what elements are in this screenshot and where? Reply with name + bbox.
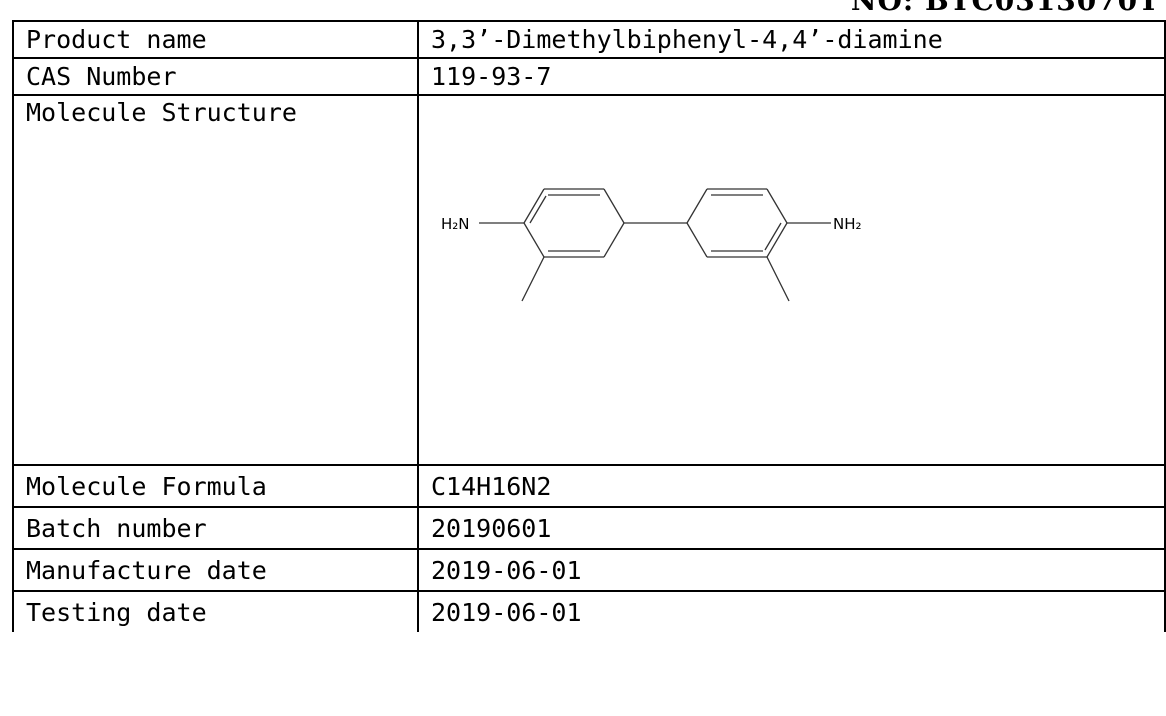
row-label: Batch number (12, 506, 419, 550)
bonds (479, 188, 831, 302)
row-label: Manufacture date (12, 548, 419, 592)
table-row: Molecule Structure (12, 94, 1166, 466)
table-row: Testing date 2019-06-01 (12, 590, 1166, 632)
row-value: 2019-06-01 (417, 590, 1166, 632)
amine-label-right: NH₂ (833, 215, 862, 233)
row-value: 3,3’-Dimethylbiphenyl-4,4’-diamine (417, 20, 1166, 59)
table-row: Product name 3,3’-Dimethylbiphenyl-4,4’-… (12, 20, 1166, 59)
row-value: 20190601 (417, 506, 1166, 550)
table-row: Batch number 20190601 (12, 506, 1166, 550)
row-value: 119-93-7 (417, 57, 1166, 96)
row-label: Molecule Structure (12, 94, 419, 466)
row-label: Molecule Formula (12, 464, 419, 508)
row-label: Testing date (12, 590, 419, 632)
amine-label-left: H₂N (441, 215, 470, 233)
product-spec-table: Product name 3,3’-Dimethylbiphenyl-4,4’-… (12, 20, 1166, 632)
row-label: CAS Number (12, 57, 419, 96)
row-value: 2019-06-01 (417, 548, 1166, 592)
table-row: Molecule Formula C14H16N2 (12, 464, 1166, 508)
row-label: Product name (12, 20, 419, 59)
molecule-structure-cell: H₂N NH₂ (417, 94, 1166, 466)
table-row: Manufacture date 2019-06-01 (12, 548, 1166, 592)
table-row: CAS Number 119-93-7 (12, 57, 1166, 96)
row-value: C14H16N2 (417, 464, 1166, 508)
document-number: NO: BTC0313070T (850, 0, 1160, 17)
molecule-structure-diagram: H₂N NH₂ (441, 188, 862, 302)
